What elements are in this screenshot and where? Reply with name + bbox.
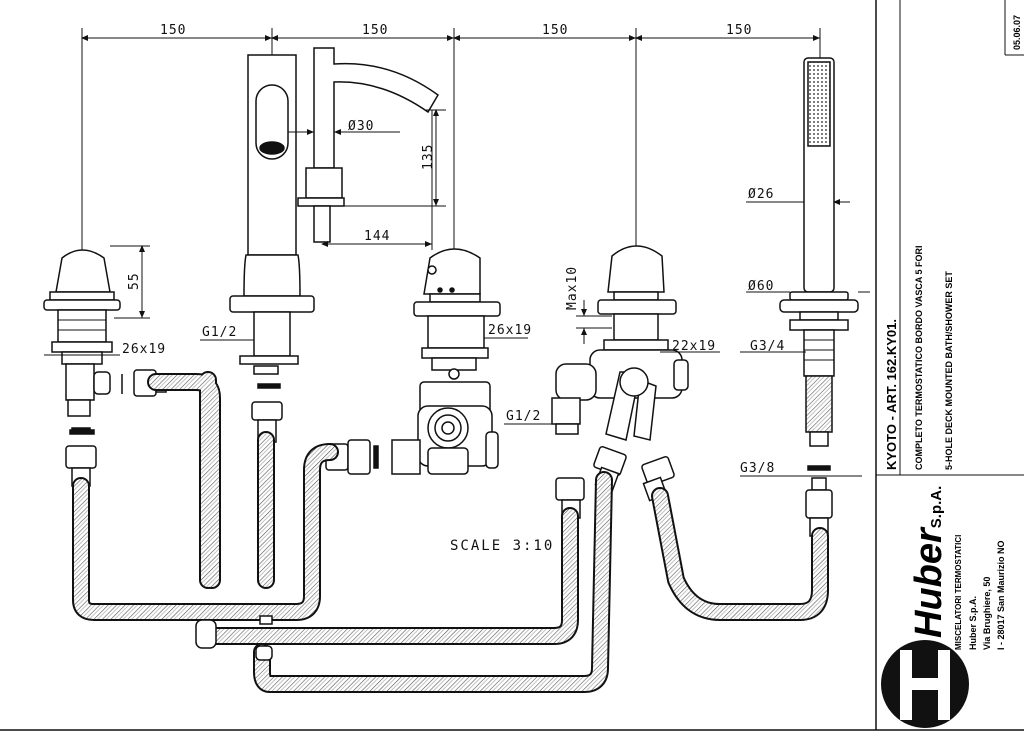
- thermostatic-valve: [391, 248, 501, 475]
- brand-tagline: MISCELATORI TERMOSTATICI: [954, 534, 963, 650]
- diverter-nut-label: 22x19: [672, 339, 716, 354]
- shower-diameter-label: Ø26: [748, 187, 774, 202]
- company-street: Via Brughiere, 50: [982, 576, 992, 650]
- spacing-dimension-chain: [81, 28, 821, 250]
- company-city: I - 28017 San Maurizio NO: [996, 540, 1006, 650]
- scale-label: SCALE 3:10: [450, 538, 554, 554]
- left-valve: [43, 249, 121, 433]
- brand-suffix: S.p.A.: [928, 485, 945, 529]
- spacing-label-4: 150: [726, 23, 752, 38]
- center-nut-label: 26x19: [488, 323, 532, 338]
- shower-dimensions: [740, 199, 870, 477]
- spacing-label-2: 150: [362, 23, 388, 38]
- max-deck-label: Max10: [565, 266, 580, 310]
- left-nut-label: 26x19: [122, 342, 166, 357]
- curved-spout: [297, 47, 439, 243]
- product-code: KYOTO - ART. 162.KY01.: [884, 319, 899, 470]
- huber-logo-mark: [881, 640, 969, 728]
- diverter-dimensions: [504, 300, 720, 425]
- brand-wordmark: Huber: [908, 528, 950, 638]
- spacing-label-1: 150: [160, 23, 186, 38]
- spout-reach-label: 144: [364, 229, 390, 244]
- diverter-valve: [551, 245, 689, 441]
- spacing-label-3: 150: [542, 23, 568, 38]
- tall-spout: [229, 54, 315, 443]
- description-english: 5-HOLE DECK MOUNTED BATH/SHOWER SET: [944, 271, 954, 470]
- shower-thread-label: G3/4: [750, 339, 785, 354]
- shower-base-diameter-label: Ø60: [748, 279, 774, 294]
- handle-height-dimension: [44, 245, 150, 356]
- description-italian: COMPLETO TERMOSTATICO BORDO VASCA 5 FORI: [914, 245, 924, 470]
- hand-shower: [779, 57, 859, 537]
- braided-hoses: [72, 371, 829, 693]
- drawing-date: 05.06.07: [1012, 14, 1022, 50]
- spout-dimensions: [288, 109, 446, 250]
- hose-thread-label: G3/8: [740, 461, 775, 476]
- hose-end-caps: [195, 615, 273, 661]
- spout-thread-label: G1/2: [202, 325, 237, 340]
- brand-name: HuberS.p.A.: [908, 486, 951, 638]
- handle-height-label: 55: [127, 272, 142, 290]
- company-name: Huber S.p.A.: [968, 595, 978, 650]
- spout-diameter-label: Ø30: [348, 119, 374, 134]
- diverter-thread-label: G1/2: [506, 409, 541, 424]
- spout-height-label: 135: [421, 144, 436, 170]
